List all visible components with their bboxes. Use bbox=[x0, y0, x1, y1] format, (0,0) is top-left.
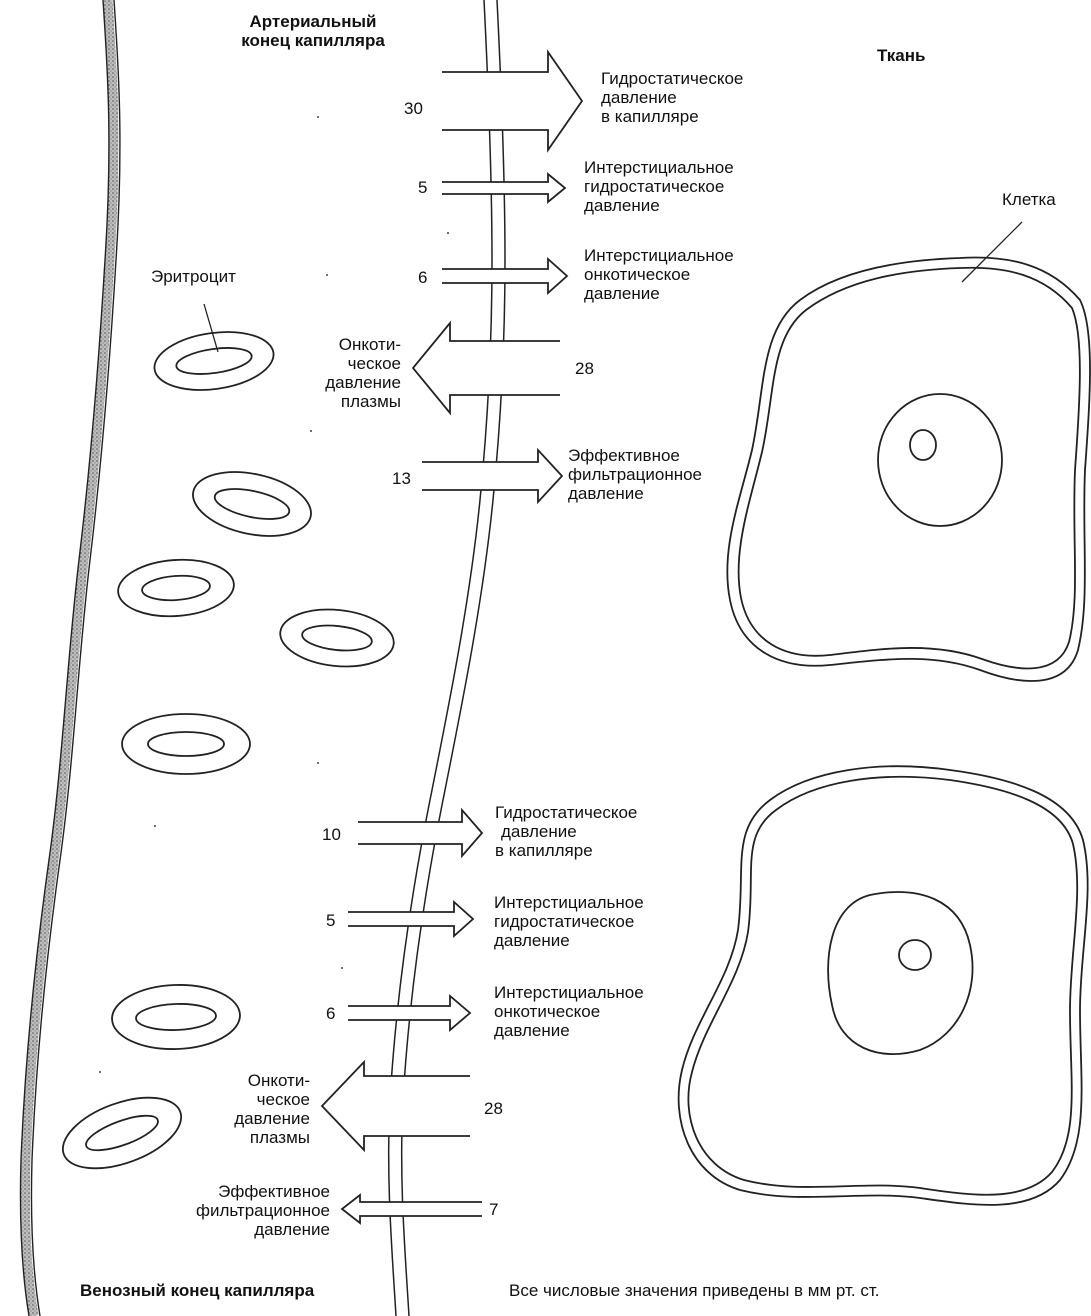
erythrocyte bbox=[151, 325, 278, 397]
erythrocyte bbox=[122, 714, 250, 774]
erythrocyte bbox=[187, 462, 317, 546]
value-hydrostatic-venous: 10 bbox=[322, 825, 341, 844]
nucleolus bbox=[910, 430, 936, 460]
value-plasma-oncotic-venous: 28 bbox=[484, 1099, 503, 1118]
arrow-plasma-oncotic-venous bbox=[322, 1062, 470, 1150]
label-plasma-oncotic-arterial: Онкоти- ческое давление плазмы bbox=[295, 335, 401, 411]
erythrocytes bbox=[53, 325, 396, 1182]
arrow-effective-filtration-venous bbox=[342, 1195, 482, 1223]
label-interstitial-hydrostatic-venous: Интерстициальное гидростатическое давлен… bbox=[494, 893, 644, 950]
nucleus bbox=[828, 892, 972, 1054]
label-hydrostatic-venous: Гидростатическое давление в капилляре bbox=[495, 803, 637, 860]
arrow-plasma-oncotic-arterial bbox=[413, 323, 560, 413]
units-note: Все числовые значения приведены в мм рт.… bbox=[509, 1281, 879, 1300]
value-plasma-oncotic-arterial: 28 bbox=[575, 359, 594, 378]
value-effective-filtration-arterial: 13 bbox=[392, 469, 411, 488]
tissue-cell-lower bbox=[679, 766, 1088, 1205]
label-interstitial-hydrostatic-arterial: Интерстициальное гидростатическое давлен… bbox=[584, 158, 734, 215]
value-interstitial-oncotic-arterial: 6 bbox=[418, 268, 427, 287]
value-effective-filtration-venous: 7 bbox=[489, 1200, 498, 1219]
erythrocyte bbox=[111, 983, 241, 1051]
tissue-cell-upper bbox=[727, 257, 1090, 681]
erythrocyte bbox=[277, 604, 396, 672]
tissue-label: Ткань bbox=[877, 46, 925, 65]
erythrocyte bbox=[116, 556, 236, 620]
value-interstitial-hydrostatic-arterial: 5 bbox=[418, 178, 427, 197]
cell-label: Клетка bbox=[1002, 190, 1056, 209]
label-interstitial-oncotic-venous: Интерстициальное онкотическое давление bbox=[494, 983, 644, 1040]
nucleus bbox=[878, 394, 1002, 526]
value-hydrostatic-arterial: 30 bbox=[404, 99, 423, 118]
label-effective-filtration-venous: Эффективное фильтрационное давление bbox=[150, 1182, 330, 1239]
arterial-end-label: Артериальный конец капилляра bbox=[226, 12, 400, 50]
erythrocyte-label: Эритроцит bbox=[151, 267, 236, 286]
label-effective-filtration-arterial: Эффективное фильтрационное давление bbox=[568, 446, 702, 503]
value-interstitial-oncotic-venous: 6 bbox=[326, 1004, 335, 1023]
venous-end-label: Венозный конец капилляра bbox=[80, 1281, 314, 1300]
label-hydrostatic-arterial: Гидростатическое давление в капилляре bbox=[601, 69, 743, 126]
value-interstitial-hydrostatic-venous: 5 bbox=[326, 911, 335, 930]
label-plasma-oncotic-venous: Онкоти- ческое давление плазмы bbox=[206, 1071, 310, 1147]
arrow-effective-filtration-arterial bbox=[422, 450, 562, 502]
nucleolus bbox=[899, 940, 931, 970]
label-interstitial-oncotic-arterial: Интерстициальное онкотическое давление bbox=[584, 246, 734, 303]
capillary-wall-left bbox=[20, 0, 119, 1316]
erythrocyte-pointer bbox=[204, 304, 218, 352]
arrow-hydrostatic-arterial bbox=[442, 52, 582, 150]
background-specks bbox=[99, 116, 449, 1073]
erythrocyte bbox=[53, 1084, 190, 1183]
